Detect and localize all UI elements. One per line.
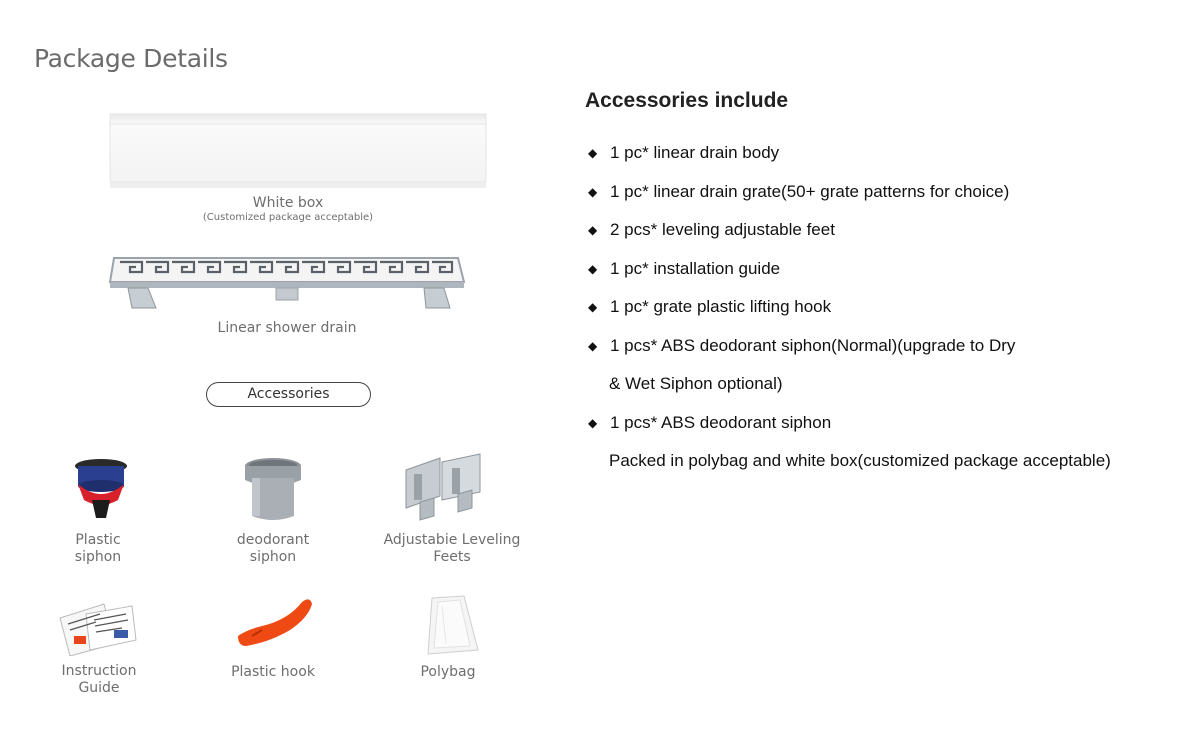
list-item: ◆ 1 pc* grate plastic lifting hook: [588, 288, 1188, 327]
list-item: ◆ 1 pcs* ABS deodorant siphon: [588, 404, 1188, 443]
list-item: ◆ 1 pc* linear drain grate(50+ grate patt…: [588, 173, 1188, 212]
accessory-label-line1: Plastic hook: [231, 664, 315, 680]
accessory-label-polybag: Polybag: [368, 664, 528, 681]
accessory-label-line2: siphon: [74, 549, 122, 565]
list-item: ◆ 1 pc* linear drain body: [588, 134, 1188, 173]
accessory-label-deodorant-siphon: deodorant siphon: [193, 532, 353, 566]
list-item-text: 1 pc* installation guide: [610, 258, 781, 278]
accessory-label-line2: Guide: [78, 680, 120, 696]
list-item-text: 1 pcs* ABS deodorant siphon(Normal)(upgr…: [610, 335, 1016, 355]
page-title: Package Details: [34, 44, 228, 73]
accessories-badge: Accessories: [206, 382, 371, 407]
list-item-text: 1 pc* linear drain grate(50+ grate patte…: [610, 181, 1010, 201]
accessory-label-line1: Polybag: [420, 664, 476, 680]
linear-drain-label: Linear shower drain: [217, 320, 357, 336]
accessory-label-plastic-hook: Plastic hook: [193, 664, 353, 681]
accessory-label-line1: deodorant: [236, 532, 310, 548]
accessory-label-line1: Adjustabie Leveling: [383, 532, 521, 548]
white-box-label: White box: [252, 195, 324, 211]
list-item: ◆ 2 pcs* leveling adjustable feet: [588, 211, 1188, 250]
bullet-icon: ◆: [588, 146, 598, 160]
list-item-text: 1 pc* grate plastic lifting hook: [610, 297, 832, 316]
bullet-icon: ◆: [588, 184, 598, 199]
deodorant-siphon-icon: [245, 458, 301, 520]
white-box-image: [109, 113, 487, 188]
list-item: ◆ 1 pcs* ABS deodorant siphon(Normal)(upg…: [588, 327, 1188, 366]
plastic-hook-icon: [238, 599, 312, 646]
accessories-list: ◆ 1 pc* linear drain body ◆ 1 pc* linear d…: [588, 134, 1188, 481]
leveling-feet-icon: [405, 453, 481, 521]
accessory-label-instruction-guide: Instruction Guide: [19, 663, 179, 697]
list-item: ◆ 1 pc* installation guide: [588, 250, 1188, 289]
accessory-label-line2: siphon: [249, 549, 297, 565]
list-item-text: Packed in polybag and white box(customiz…: [609, 451, 1111, 470]
accessory-label-plastic-siphon: Plastic siphon: [18, 532, 178, 566]
accessories-heading: Accessories include: [585, 89, 789, 112]
bullet-icon: ◆: [588, 338, 598, 353]
list-item-continuation: & Wet Siphon optional): [588, 365, 1188, 404]
list-item-text: 2 pcs* leveling adjustable feet: [610, 220, 835, 239]
accessory-label-line1: Plastic: [75, 532, 121, 548]
instruction-guide-icon: [59, 603, 137, 656]
list-item-text: & Wet Siphon optional): [609, 374, 783, 393]
polybag-icon: [427, 595, 479, 655]
list-item-text: 1 pc* linear drain body: [610, 143, 780, 162]
white-box-sublabel: (Customized package acceptable): [202, 212, 374, 223]
accessory-label-leveling-feet: Adjustabie Leveling Feets: [372, 532, 532, 566]
plastic-siphon-icon: [75, 459, 127, 518]
accessory-label-line2: Feets: [433, 549, 471, 565]
accessory-label-line1: Instruction: [61, 663, 137, 679]
bullet-icon: ◆: [588, 300, 598, 314]
bullet-icon: ◆: [588, 223, 598, 237]
list-item-text: 1 pcs* ABS deodorant siphon: [610, 412, 832, 432]
white-box-caption: White box (Customized package acceptable…: [188, 195, 388, 224]
bullet-icon: ◆: [588, 415, 598, 430]
bullet-icon: ◆: [588, 261, 598, 276]
linear-drain-image: [108, 257, 466, 309]
packing-note: Packed in polybag and white box(customiz…: [588, 442, 1188, 481]
